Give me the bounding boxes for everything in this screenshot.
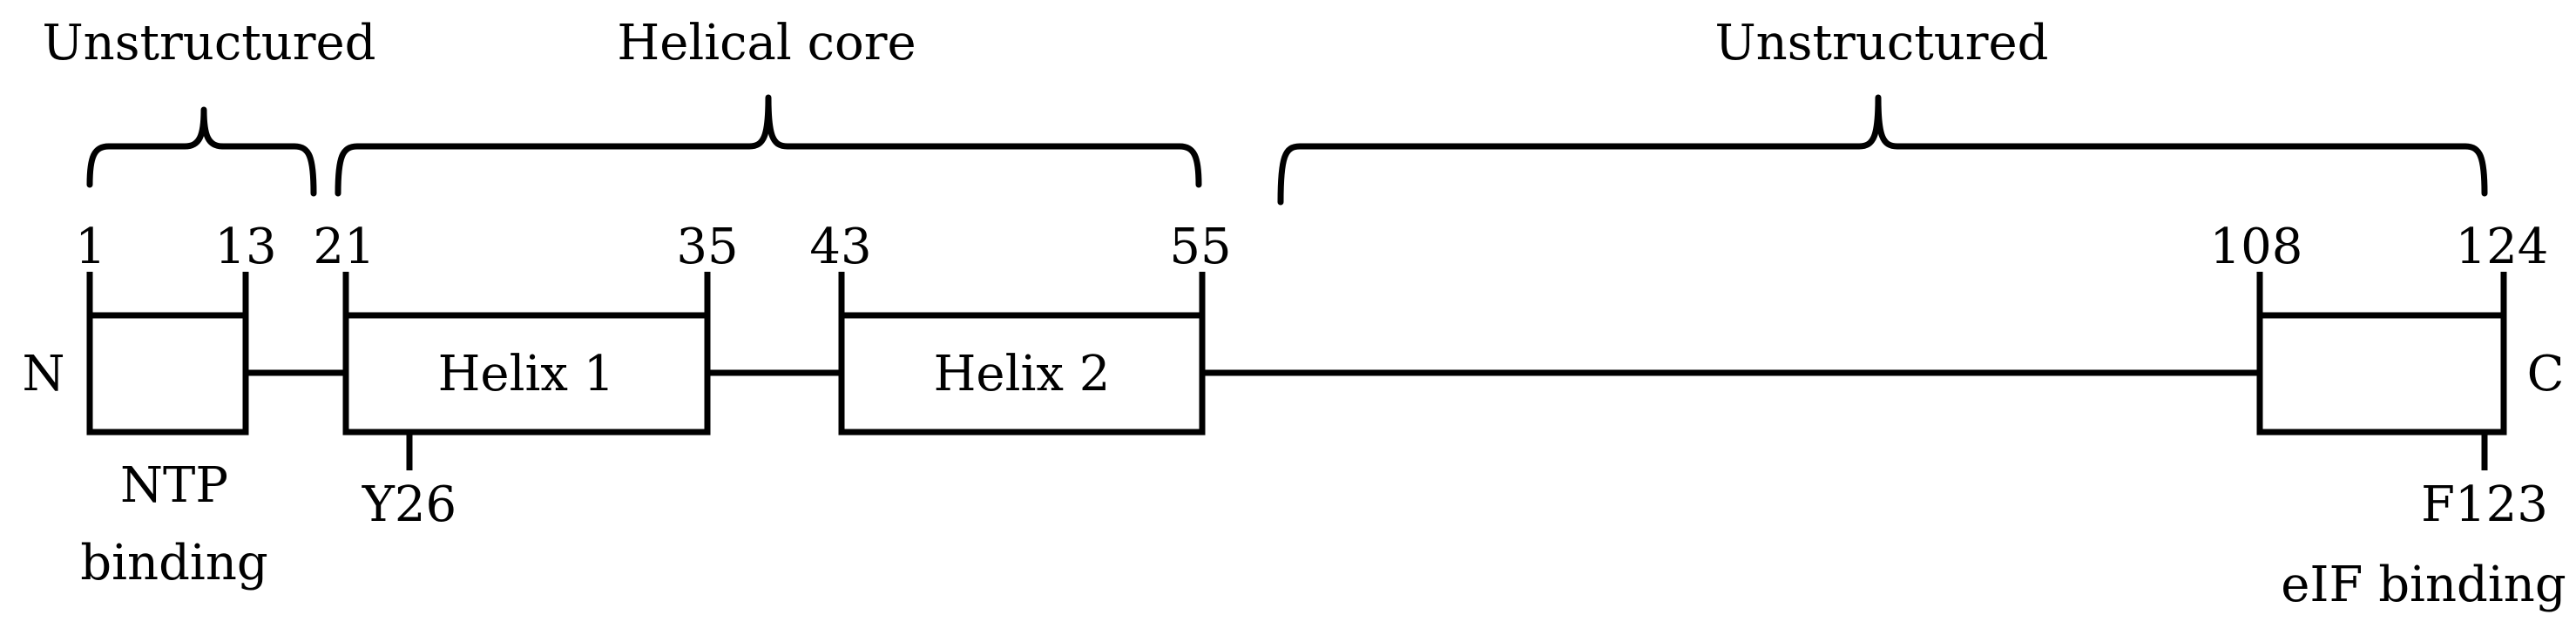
n-terminus-label: N [23,346,65,402]
ntp-binding-line1: NTP [120,457,228,514]
helical-core-label: Helical core [617,15,916,71]
n-unstructured-label: Unstructured [42,15,375,71]
y26-label: Y26 [362,476,456,533]
residue-55-label: 55 [1169,219,1231,275]
residue-13-label: 13 [214,219,276,275]
eif-binding-label: eIF binding [2281,557,2566,613]
helix-2-box [838,312,1206,436]
c-terminus-label: C [2527,346,2565,402]
c-unstructured-label: Unstructured [1714,15,2048,71]
residue-108-label: 108 [2210,219,2303,275]
f123-label: F123 [2421,476,2548,533]
n-unstructured-brace [86,106,317,197]
c-unstructured-brace [1277,94,2488,206]
ntp-binding-box [86,312,249,436]
helix-1-box [342,312,711,436]
residue-21-label: 21 [313,219,375,275]
ntp-binding-line2: binding [80,535,268,591]
residue-43-label: 43 [809,219,871,275]
residue-124-label: 124 [2456,219,2549,275]
helix-2-label: Helix 2 [934,346,1111,402]
helix-1-label: Helix 1 [438,346,615,402]
residue-35-label: 35 [676,219,738,275]
helical-core-brace [335,94,1202,197]
residue-1-label: 1 [75,219,106,275]
eif-binding-box [2256,312,2507,436]
